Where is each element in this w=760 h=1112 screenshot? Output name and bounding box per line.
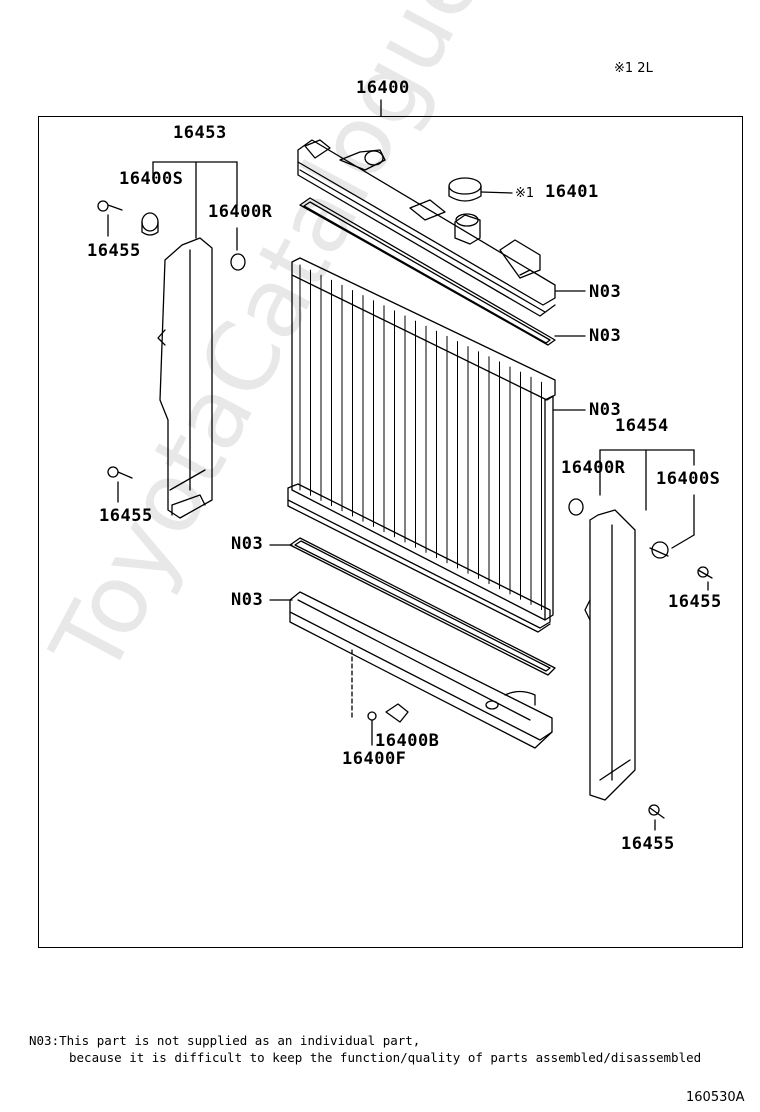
- label-16401: 16401: [545, 182, 599, 202]
- label-n03-upper-tank: N03: [589, 282, 622, 302]
- label-16454: 16454: [615, 416, 669, 436]
- cap-mark: ※1: [515, 186, 535, 201]
- lower-gasket: [269, 537, 556, 676]
- label-16400s-left: 16400S: [119, 169, 184, 189]
- bolt-left-top: [97, 200, 123, 237]
- label-n03-lower-tank: N03: [231, 590, 264, 610]
- label-16400s-right: 16400S: [656, 469, 721, 489]
- variant-note: ※1 2L: [614, 61, 653, 76]
- cushion-left-s: [141, 212, 159, 236]
- bolt-right-mid: [697, 566, 713, 591]
- frame-label: 16400: [356, 78, 410, 98]
- cushion-left-r: [230, 253, 246, 271]
- label-16455-left-top: 16455: [87, 241, 141, 261]
- cushion-right-s: [649, 541, 669, 559]
- label-n03-upper-gasket: N03: [589, 326, 622, 346]
- bolt-right-bottom: [648, 804, 665, 831]
- upper-tank: [297, 139, 556, 317]
- label-16455-right-mid: 16455: [668, 592, 722, 612]
- drain-cock: [367, 703, 409, 746]
- label-16400r-right: 16400R: [561, 458, 626, 478]
- bracket-left: [152, 161, 238, 519]
- bolt-left-bottom: [107, 466, 133, 503]
- label-16453: 16453: [173, 123, 227, 143]
- diagram-code: 160530A: [686, 1090, 745, 1105]
- label-16400f: 16400F: [342, 749, 407, 769]
- cushion-right-r: [568, 498, 584, 516]
- radiator-core: [287, 257, 586, 633]
- upper-gasket: [299, 197, 586, 346]
- footnote-line-2: because it is difficult to keep the func…: [69, 1050, 702, 1065]
- label-16400r-left: 16400R: [208, 202, 273, 222]
- lower-tank: [269, 591, 553, 749]
- bracket-right: [584, 449, 695, 801]
- label-16455-right-bottom: 16455: [621, 834, 675, 854]
- radiator-cap: [448, 177, 513, 202]
- label-n03-lower-gasket: N03: [231, 534, 264, 554]
- footnote-line-1: N03:This part is not supplied as an indi…: [29, 1033, 421, 1048]
- diagram-frame: [38, 116, 743, 948]
- label-n03-core: N03: [589, 400, 622, 420]
- label-16400b: 16400B: [375, 731, 440, 751]
- label-16455-left-bottom: 16455: [99, 506, 153, 526]
